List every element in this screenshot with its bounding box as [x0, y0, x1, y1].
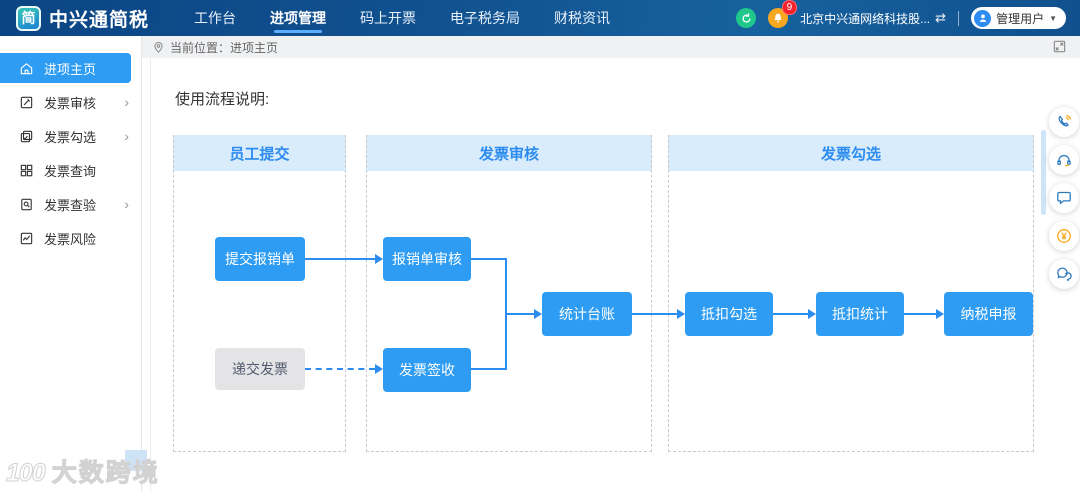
flow-arrowhead — [936, 309, 944, 319]
flow-arrowhead — [677, 309, 685, 319]
nav-item-etax-bureau[interactable]: 电子税务局 — [450, 10, 521, 26]
sidebar-item-label: 进项主页 — [44, 61, 97, 77]
check-select-icon — [20, 130, 33, 142]
audit-icon — [20, 96, 33, 108]
wechat-button[interactable] — [1049, 259, 1079, 289]
nav-item-qr-invoicing[interactable]: 码上开票 — [360, 10, 417, 26]
fullscreen-icon — [1053, 40, 1066, 53]
customer-service-button[interactable] — [1049, 145, 1079, 175]
nav-item-input-management[interactable]: 进项管理 — [253, 0, 343, 36]
flow-node-submit-expense: 提交报销单 — [215, 237, 305, 281]
nav-item-tax-news[interactable]: 财税资讯 — [554, 10, 611, 26]
notifications-button[interactable]: 9 — [768, 0, 798, 28]
flow-arrowhead — [375, 254, 383, 264]
flow-column-header-invoice-select: 发票勾选 — [668, 135, 1034, 171]
main-content: 使用流程说明: 员工提交 发票审核 发票勾选 提交报销单 报销单审核 递交发票 … — [142, 58, 1080, 492]
flow-node-tax-filing: 纳税申报 — [944, 292, 1033, 336]
wechat-icon — [1057, 267, 1072, 282]
chevron-right-icon: › — [124, 196, 129, 212]
sidebar-item-invoice-verify[interactable]: 发票查验 › — [0, 189, 141, 219]
user-avatar-icon — [974, 9, 992, 27]
primary-nav: 工作台 进项管理 码上开票 电子税务局 财税资讯 — [177, 0, 627, 36]
feedback-button[interactable] — [1049, 183, 1079, 213]
fullscreen-button[interactable] — [1052, 39, 1067, 54]
flow-arrow-line — [904, 313, 936, 315]
nav-item-label: 进项管理 — [270, 10, 327, 26]
sync-button[interactable] — [736, 8, 757, 28]
sidebar-item-label: 发票风险 — [44, 231, 97, 247]
switch-company-icon: ⇄ — [935, 10, 947, 25]
flow-column-region-1 — [173, 135, 346, 452]
company-name: 北京中兴通网络科技股... — [800, 11, 931, 26]
flow-arrow-line — [632, 313, 677, 315]
watermark-highlight — [125, 450, 147, 471]
flow-node-deduction-select: 抵扣勾选 — [685, 292, 773, 336]
page-title: 使用流程说明: — [175, 91, 270, 108]
sidebar-item-input-home[interactable]: 进项主页 — [0, 53, 131, 83]
flow-arrow-line — [305, 258, 375, 260]
flow-node-expense-audit: 报销单审核 — [383, 237, 471, 281]
app-logo[interactable]: 简 中兴通简税 — [0, 5, 161, 32]
flow-node-deduction-stats: 抵扣统计 — [816, 292, 904, 336]
navbar-right: 9 北京中兴通网络科技股... ⇄ 管理用户 ▼ — [736, 0, 1080, 29]
flow-arrowhead — [534, 309, 542, 319]
sidebar-item-label: 发票审核 — [44, 95, 97, 111]
breadcrumb: 当前位置：进项主页 — [170, 40, 279, 55]
flow-arrow-line — [505, 313, 534, 315]
chevron-right-icon: › — [124, 94, 129, 110]
sidebar: 进项主页 发票审核 › 发票勾选 › 发票查询 发票查验 › 发票风险 — [0, 36, 142, 492]
headset-icon — [1057, 154, 1071, 167]
top-navbar: 简 中兴通简税 工作台 进项管理 码上开票 电子税务局 财税资讯 9 — [0, 0, 1080, 36]
billing-button[interactable] — [1049, 221, 1079, 251]
nav-item-workbench[interactable]: 工作台 — [194, 10, 237, 26]
risk-chart-icon — [20, 232, 33, 244]
company-switcher[interactable]: 北京中兴通网络科技股... ⇄ — [800, 10, 946, 27]
sidebar-item-invoice-audit[interactable]: 发票审核 › — [0, 87, 141, 117]
grid-icon — [20, 164, 33, 176]
sidebar-item-label: 发票查询 — [44, 163, 97, 179]
flow-node-ledger-stats: 统计台账 — [542, 292, 632, 336]
sync-icon — [742, 12, 751, 23]
scrollbar-thumb[interactable] — [1041, 130, 1046, 215]
chat-icon — [1057, 191, 1071, 205]
sidebar-item-invoice-risk[interactable]: 发票风险 — [0, 223, 141, 253]
chevron-right-icon: › — [124, 128, 129, 144]
app-title: 中兴通简税 — [49, 9, 150, 31]
flow-node-deliver-invoice: 递交发票 — [215, 348, 305, 390]
panel-divider — [150, 58, 151, 492]
app-logo-icon: 简 — [16, 5, 41, 31]
active-tab-underline — [274, 30, 323, 33]
flow-arrow-line-dashed — [305, 368, 375, 370]
location-pin-icon — [154, 41, 163, 53]
user-menu[interactable]: 管理用户 ▼ — [971, 7, 1066, 29]
flow-column-header-employee-submit: 员工提交 — [173, 135, 346, 171]
home-icon — [20, 62, 33, 74]
flow-column-region-2 — [366, 135, 652, 452]
sidebar-item-invoice-query[interactable]: 发票查询 — [0, 155, 141, 185]
flow-column-header-invoice-audit: 发票审核 — [366, 135, 652, 171]
hotline-button[interactable] — [1049, 107, 1079, 137]
flow-node-invoice-receipt: 发票签收 — [383, 348, 471, 392]
breadcrumb-bar: 当前位置：进项主页 — [142, 36, 1080, 58]
navbar-divider — [958, 10, 960, 26]
coin-icon — [1057, 229, 1071, 243]
flow-arrowhead — [375, 364, 383, 374]
flow-arrow-line — [773, 313, 808, 315]
notification-badge: 9 — [781, 0, 798, 15]
flow-connector-line — [471, 258, 505, 260]
flow-connector-line — [471, 368, 505, 370]
flow-column-region-3 — [668, 135, 1034, 452]
sidebar-item-invoice-check-select[interactable]: 发票勾选 › — [0, 121, 141, 151]
sidebar-item-label: 发票查验 — [44, 197, 97, 213]
phone-icon — [1058, 114, 1072, 127]
doc-search-icon — [21, 198, 32, 210]
flow-arrowhead — [808, 309, 816, 319]
user-name: 管理用户 — [996, 11, 1045, 26]
sidebar-item-label: 发票勾选 — [44, 129, 97, 145]
caret-down-icon: ▼ — [1049, 13, 1057, 23]
